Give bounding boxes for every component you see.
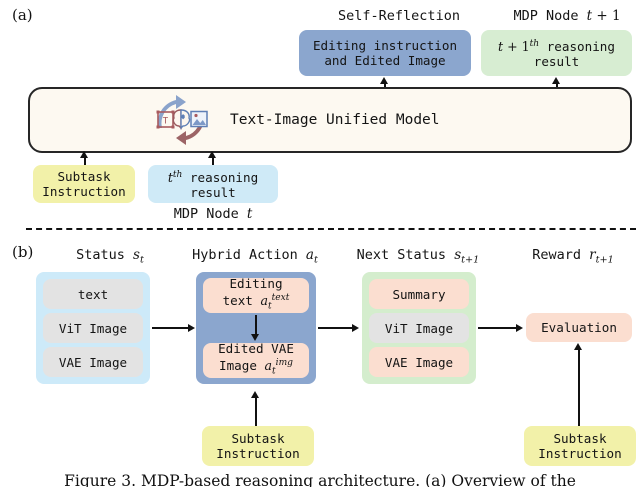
status-item-vae-image: VAE Image <box>43 347 143 377</box>
arrow-action-to-next-status <box>318 327 352 329</box>
arrow-next-status-to-evaluation-head <box>516 323 523 332</box>
status-item-text-label: text <box>77 286 109 302</box>
arrow-action-to-next-status-head <box>352 323 359 332</box>
panel-b-tag: (b) <box>12 243 34 261</box>
arrow-subtask-to-model-head <box>80 151 88 158</box>
svg-text:T: T <box>163 117 169 127</box>
arrow-model-to-self-reflection-head <box>380 77 388 84</box>
next-status-header: Next Status st+1 <box>356 247 480 266</box>
mdp-node-current-header: MDP Node t <box>173 206 253 222</box>
status-item-vit-image-label: ViT Image <box>58 320 128 336</box>
panel-a-tag: (a) <box>12 6 33 24</box>
text-image-unified-model-box <box>28 87 632 153</box>
self-reflection-header: Self-Reflection <box>338 8 460 24</box>
arrow-model-to-next-node-head <box>552 77 560 84</box>
arrow-status-to-action-head <box>188 323 195 332</box>
arrow-editing-text-to-image <box>255 315 257 335</box>
status-item-vae-image-label: VAE Image <box>58 354 128 370</box>
next-status-item-vae-image: VAE Image <box>369 347 469 377</box>
hybrid-action-header: Hybrid Action at <box>192 247 318 266</box>
mdp-node-next-header: MDP Node t + 1 <box>513 8 621 24</box>
evaluation-box: Evaluation <box>526 313 632 342</box>
arrow-subtask-to-evaluation <box>578 350 580 426</box>
arrow-subtask-to-action <box>255 398 257 426</box>
arrow-editing-text-to-image-head <box>251 334 259 341</box>
arrow-subtask-to-action-head <box>251 391 259 398</box>
arrow-subtask-to-evaluation-head <box>574 343 582 350</box>
next-status-item-vit-image-label: ViT Image <box>384 320 454 336</box>
evaluation-label: Evaluation <box>541 320 617 335</box>
arrow-next-status-to-evaluation <box>478 327 516 329</box>
arrow-status-to-action <box>152 327 188 329</box>
panel-divider <box>26 228 636 230</box>
next-status-item-summary: Summary <box>369 279 469 309</box>
figure-caption: Figure 3. MDP-based reasoning architectu… <box>64 472 576 487</box>
status-header: Status st <box>76 247 144 266</box>
text-image-unified-model-icon: T <box>146 92 216 148</box>
next-status-item-vit-image: ViT Image <box>369 313 469 343</box>
reward-header: Reward rt+1 <box>532 247 614 266</box>
status-item-vit-image: ViT Image <box>43 313 143 343</box>
status-item-text: text <box>43 279 143 309</box>
text-image-unified-model-label: Text-Image Unified Model <box>230 112 440 128</box>
arrow-reasoning-to-model-head <box>208 151 216 158</box>
next-status-item-summary-label: Summary <box>392 286 446 302</box>
next-status-item-vae-image-label: VAE Image <box>384 354 454 370</box>
